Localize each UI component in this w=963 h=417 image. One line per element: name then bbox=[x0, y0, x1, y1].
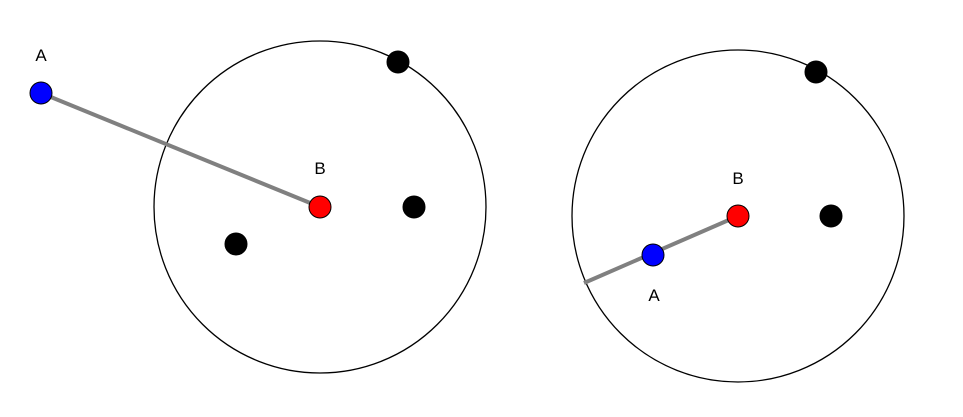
left-label-a: A bbox=[35, 46, 47, 65]
right-point-b[interactable] bbox=[726, 204, 750, 228]
left-panel: A B bbox=[29, 40, 487, 374]
right-black-point-top[interactable] bbox=[804, 60, 828, 84]
left-label-b: B bbox=[314, 159, 325, 178]
left-segment-a-to-b bbox=[40, 91, 321, 209]
left-black-point-top[interactable] bbox=[386, 50, 410, 74]
left-black-point-lower[interactable] bbox=[224, 232, 248, 256]
right-label-b: B bbox=[732, 169, 743, 188]
right-panel: A B bbox=[571, 49, 905, 383]
right-boundary-circle bbox=[571, 49, 905, 383]
left-point-b[interactable] bbox=[308, 195, 332, 219]
right-label-a: A bbox=[648, 286, 660, 305]
right-black-point-right[interactable] bbox=[819, 204, 843, 228]
left-point-a[interactable] bbox=[29, 81, 53, 105]
left-boundary-circle bbox=[153, 40, 487, 374]
right-point-a[interactable] bbox=[641, 243, 665, 267]
left-black-point-right[interactable] bbox=[402, 195, 426, 219]
